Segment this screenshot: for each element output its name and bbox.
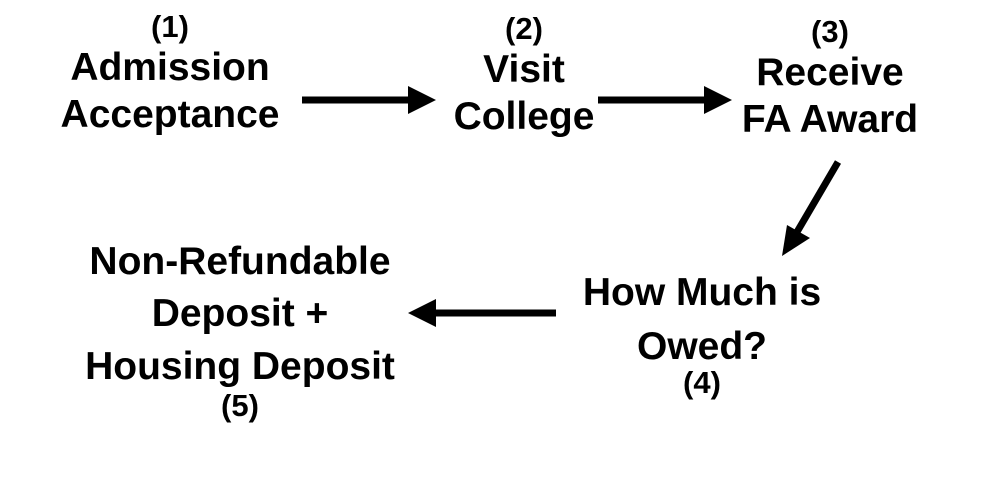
step-label-line: Receive [756, 51, 904, 95]
step-label-line: College [453, 94, 595, 138]
step-number: (3) [811, 14, 849, 49]
step-label-line: Non-Refundable [89, 240, 391, 283]
step-receive-fa-award: (3) Receive FA Award [710, 13, 950, 144]
step-label-line: Deposit + [151, 292, 329, 336]
step-label-line: Visit [483, 48, 565, 92]
step-how-much-owed: How Much is Owed? (4) [552, 266, 852, 401]
step-number: (2) [505, 11, 543, 46]
arrow-1-to-2 [302, 86, 436, 114]
step-visit-college: (2) Visit College [424, 10, 624, 141]
step-admission-acceptance: (1) Admission Acceptance [30, 8, 310, 139]
arrow-3-to-4 [782, 160, 842, 256]
step-number: (4) [683, 364, 721, 400]
step-label-line: Admission [70, 46, 270, 90]
step-label-line: Housing Deposit [85, 344, 395, 388]
step-number: (1) [151, 9, 189, 44]
step-label-line: Acceptance [60, 92, 280, 136]
step-number: (5) [221, 387, 259, 423]
step-label-line: FA Award [741, 97, 919, 141]
step-label-line: How Much is [582, 271, 822, 314]
step-deposits: Non-Refundable Deposit + Housing Deposit… [40, 236, 440, 424]
step-label-line: Owed? [636, 324, 767, 368]
